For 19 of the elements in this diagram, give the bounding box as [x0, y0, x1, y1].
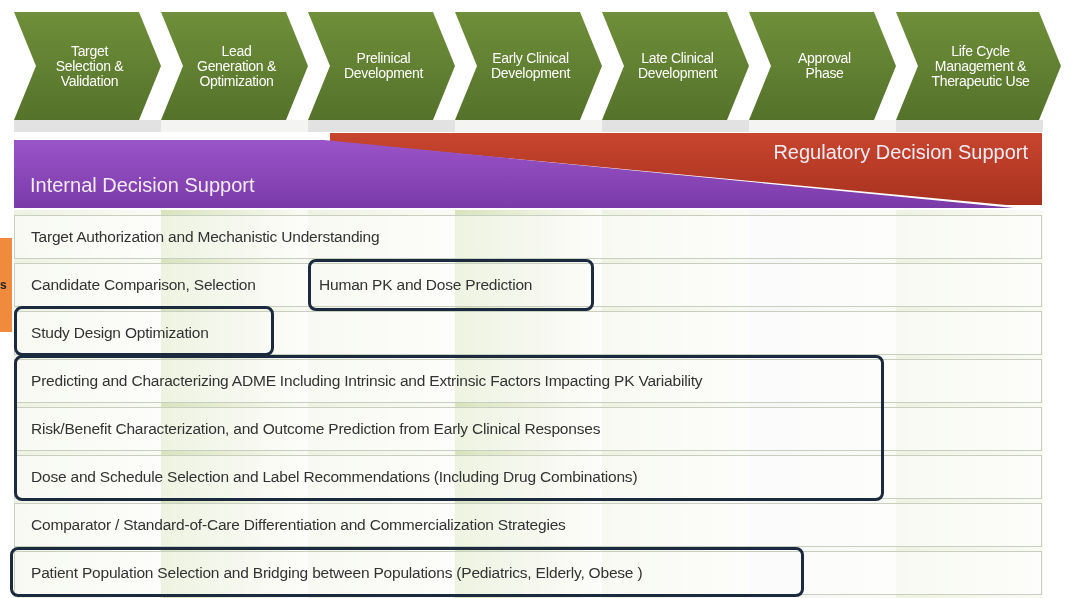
phase-step-shape: Late Clinical Development	[602, 12, 749, 120]
row-label: Patient Population Selection and Bridging between Populations (Pediatrics, Elderly, Obese )	[31, 564, 643, 582]
phase-step-shape: Life Cycle Management & Therapeutic Use	[896, 12, 1061, 120]
row-label: Predicting and Characterizing ADME Including Intrinsic and Extrinsic Factors Impacting PK Variability	[31, 372, 703, 390]
row-label: Human PK and Dose Prediction	[319, 276, 533, 294]
fragment-label: s	[0, 278, 7, 292]
phase-step-shape: Prelinical Development	[308, 12, 455, 120]
phase-step-shape: Lead Generation & Optimization	[161, 12, 308, 120]
row-label: Comparator / Standard-of-Care Differentiation and Commercialization Strategies	[31, 516, 566, 534]
band-label: Regulatory Decision Support	[773, 141, 1028, 164]
phase-step-shape: Target Selection & Validation	[14, 12, 161, 120]
row-label: Risk/Benefit Characterization, and Outcome Prediction from Early Clinical Responses	[31, 420, 601, 438]
phase-step-shape: Early Clinical Development	[455, 12, 602, 120]
row-label: Dose and Schedule Selection and Label Recommendations (Including Drug Combinations)	[31, 468, 638, 486]
band-label: Internal Decision Support	[30, 174, 255, 197]
row-label: Target Authorization and Mechanistic Understanding	[31, 228, 380, 246]
row-label: Study Design Optimization	[31, 324, 209, 342]
row-label: Candidate Comparison, Selection	[31, 276, 256, 294]
phase-step-shape: Approval Phase	[749, 12, 896, 120]
